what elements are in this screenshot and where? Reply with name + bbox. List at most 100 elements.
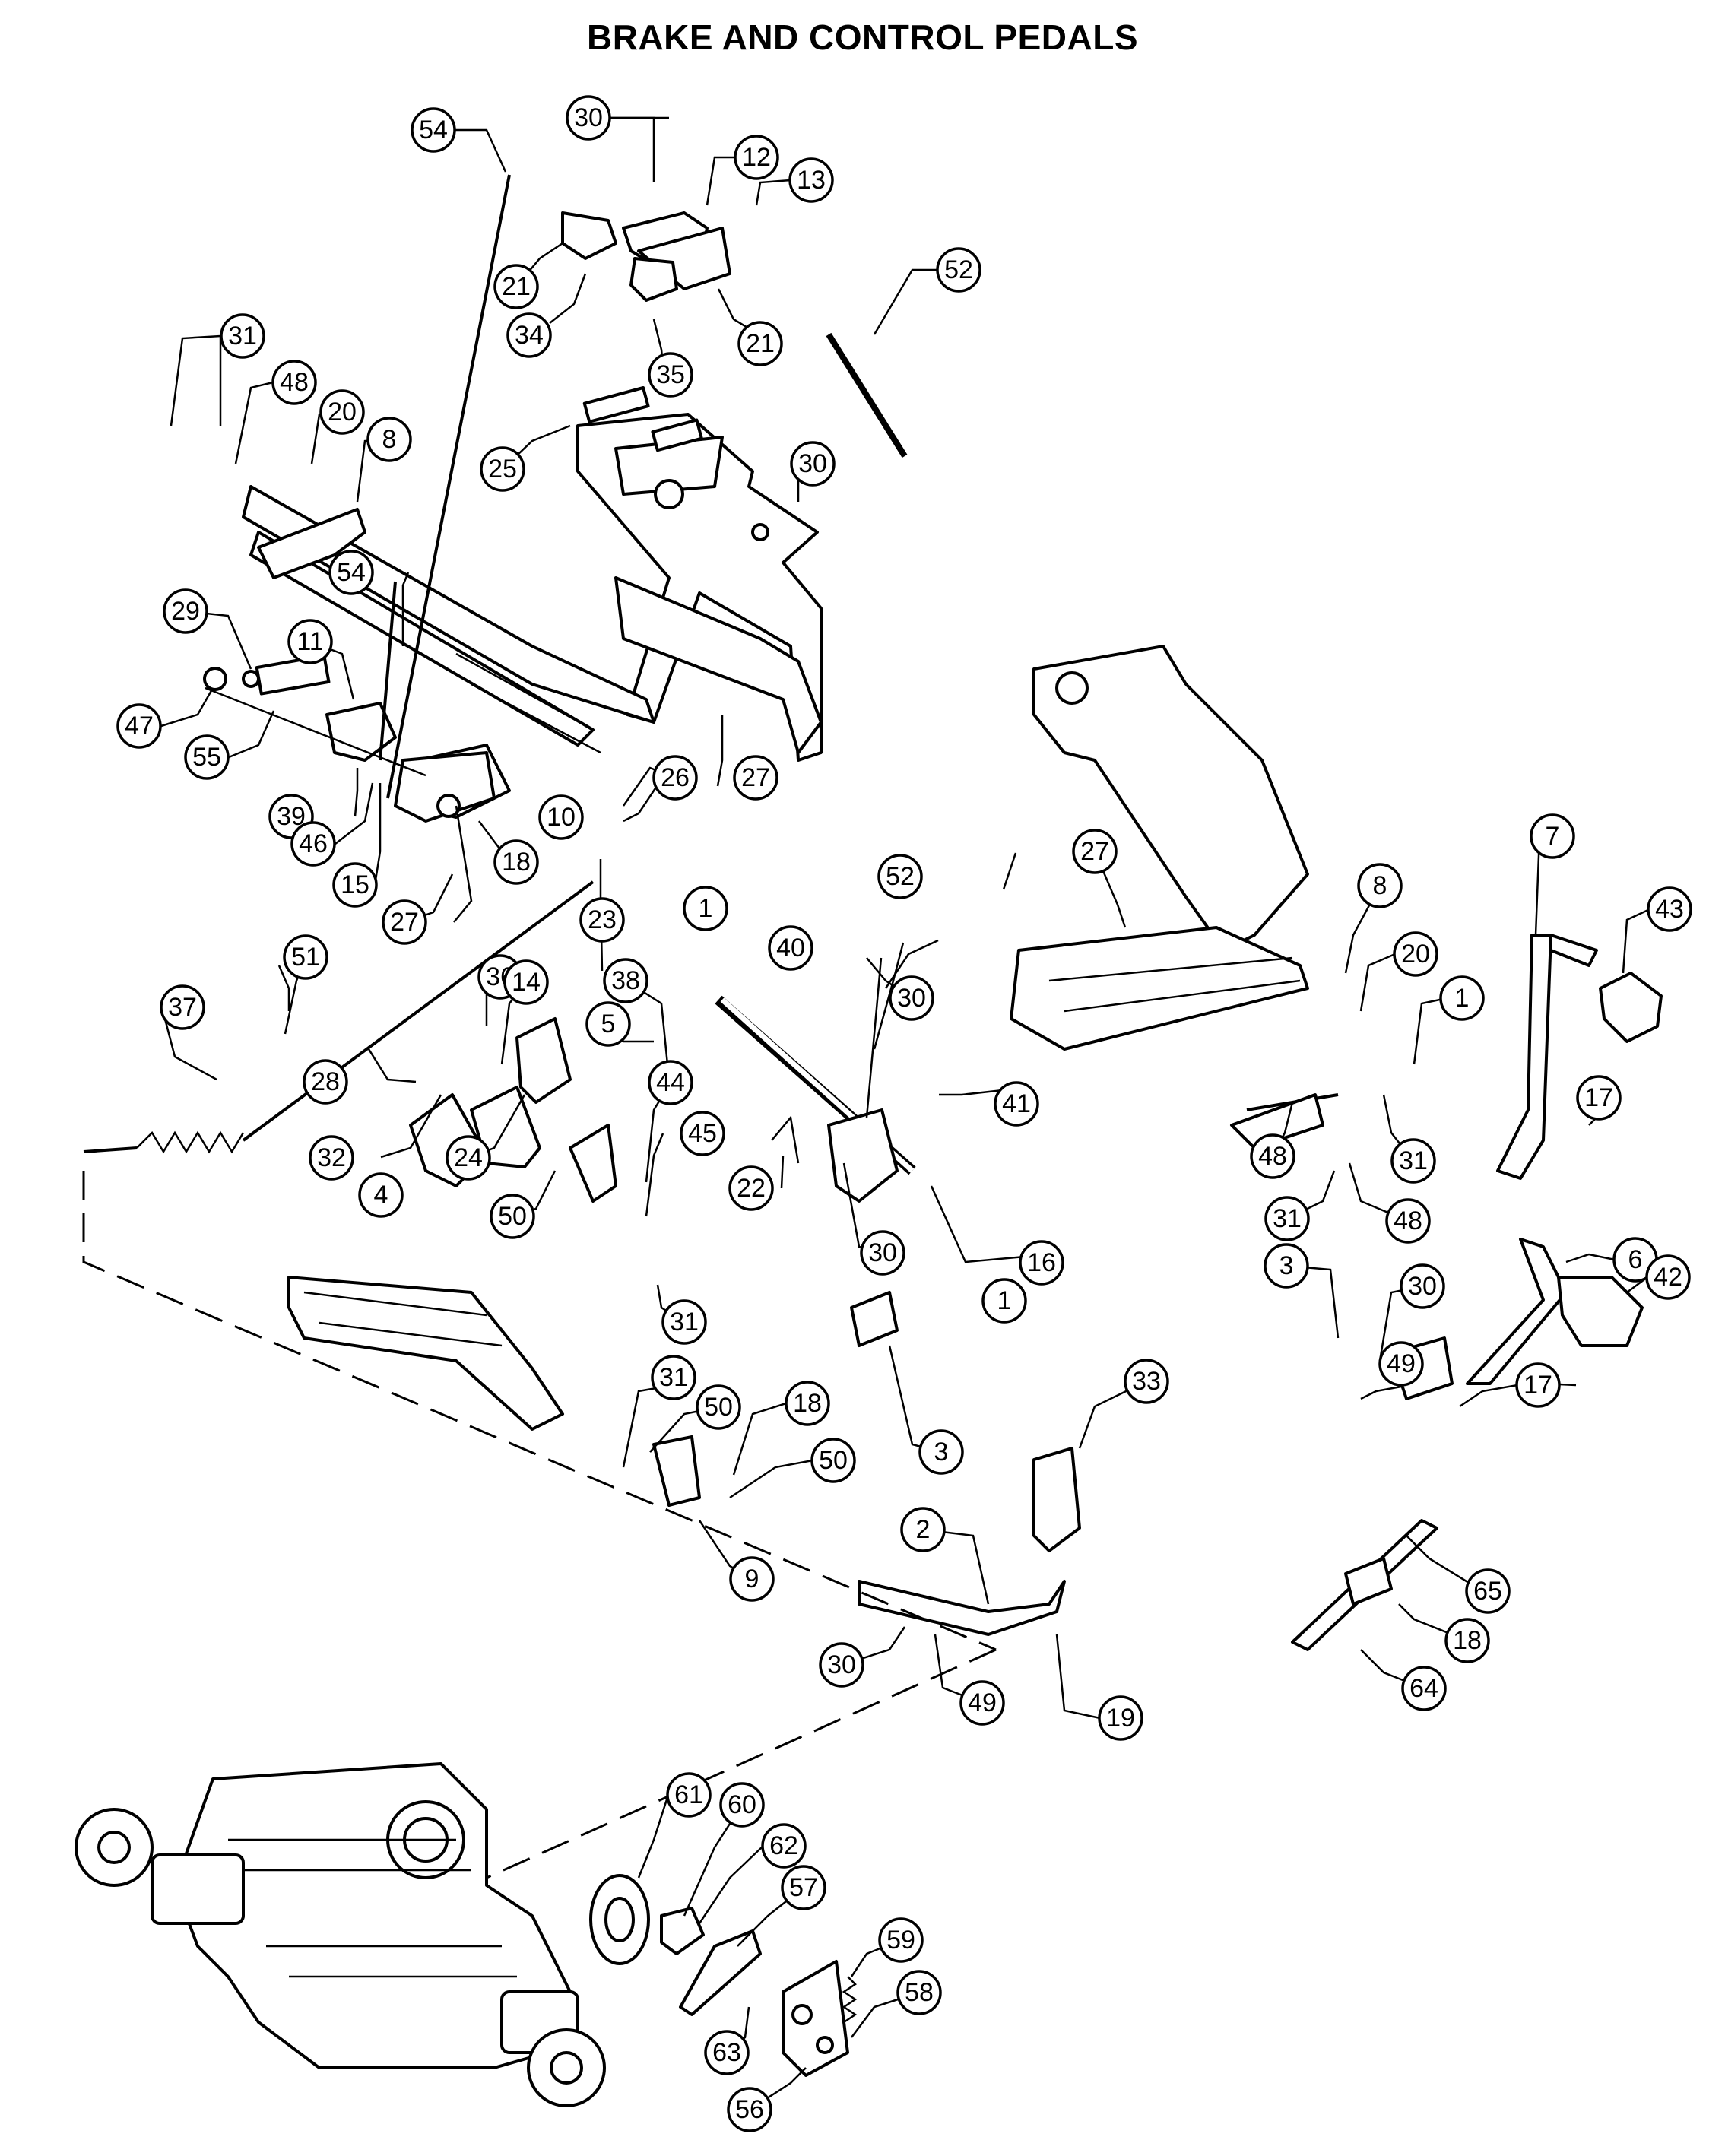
callout: 59 — [878, 1917, 924, 1963]
svg-text:7: 7 — [1546, 822, 1560, 851]
svg-text:10: 10 — [547, 803, 576, 832]
svg-text:28: 28 — [311, 1067, 340, 1096]
svg-text:5: 5 — [601, 1010, 616, 1038]
brake-puck-62 — [660, 1907, 705, 1955]
svg-text:52: 52 — [944, 255, 973, 284]
callout: 22 — [728, 1165, 774, 1211]
svg-text:35: 35 — [656, 360, 685, 389]
callout: 52 — [936, 247, 981, 293]
callout: 28 — [303, 1059, 348, 1105]
callout: 10 — [538, 794, 584, 840]
center-arm-3 — [850, 1291, 899, 1347]
svg-text:54: 54 — [337, 558, 366, 587]
callout: 54 — [328, 550, 374, 595]
callout: 11 — [287, 619, 333, 664]
svg-text:57: 57 — [789, 1873, 818, 1902]
svg-text:14: 14 — [512, 968, 541, 997]
callout: 3 — [918, 1429, 964, 1475]
svg-text:50: 50 — [819, 1446, 848, 1475]
svg-text:8: 8 — [1373, 871, 1387, 900]
callout: 56 — [727, 2087, 772, 2132]
callout: 41 — [994, 1081, 1039, 1127]
svg-text:27: 27 — [1080, 837, 1109, 866]
spring-37 — [136, 1130, 245, 1154]
callout: 48 — [271, 360, 317, 405]
callout: 30 — [889, 975, 934, 1021]
svg-text:62: 62 — [769, 1831, 798, 1860]
right-rail — [1010, 926, 1309, 1051]
svg-text:59: 59 — [886, 1926, 915, 1955]
svg-text:65: 65 — [1473, 1577, 1502, 1606]
callout: 24 — [446, 1135, 491, 1181]
callout: 18 — [493, 839, 539, 885]
callout: 15 — [332, 862, 378, 908]
callout: 1 — [1439, 975, 1485, 1021]
callout: 20 — [319, 389, 365, 435]
svg-text:47: 47 — [125, 712, 154, 740]
callout: 35 — [648, 352, 693, 398]
callout: 31 — [220, 313, 265, 359]
svg-text:3: 3 — [934, 1438, 949, 1466]
link-65-bracket — [1344, 1557, 1393, 1606]
svg-text:18: 18 — [502, 848, 531, 877]
callout: 30 — [1400, 1263, 1445, 1309]
svg-text:2: 2 — [916, 1515, 931, 1544]
svg-text:30: 30 — [897, 984, 926, 1013]
svg-text:54: 54 — [419, 116, 448, 144]
svg-text:51: 51 — [291, 943, 320, 972]
svg-text:32: 32 — [317, 1143, 346, 1172]
svg-text:8: 8 — [382, 425, 397, 454]
right-pedestal — [1032, 645, 1309, 952]
callout: 48 — [1250, 1133, 1295, 1179]
callout: 13 — [788, 157, 834, 203]
svg-text:50: 50 — [704, 1393, 733, 1422]
svg-text:30: 30 — [574, 103, 603, 132]
callout: 3 — [1264, 1243, 1309, 1289]
callout: 49 — [1378, 1341, 1424, 1387]
callout: 7 — [1530, 813, 1575, 859]
callout: 17 — [1515, 1362, 1561, 1408]
leader-lines — [160, 116, 1650, 2111]
svg-text:21: 21 — [502, 272, 531, 301]
svg-text:20: 20 — [328, 398, 357, 426]
callout: 4 — [358, 1172, 404, 1218]
svg-text:31: 31 — [1273, 1204, 1302, 1233]
svg-text:12: 12 — [742, 143, 771, 172]
callout: 54 — [411, 107, 456, 153]
callout: 30 — [819, 1642, 864, 1688]
svg-text:48: 48 — [1258, 1142, 1287, 1171]
left-plate-8 — [257, 508, 366, 579]
callout: 20 — [1393, 931, 1438, 977]
svg-text:27: 27 — [390, 908, 419, 937]
pedal-pad-42 — [1557, 1276, 1644, 1347]
callout: 26 — [652, 755, 698, 801]
pedal-7 — [1496, 934, 1552, 1180]
callout: 32 — [309, 1135, 354, 1181]
svg-text:27: 27 — [741, 763, 770, 792]
svg-text:20: 20 — [1401, 940, 1430, 969]
callout: 1 — [683, 886, 728, 931]
center-plate-5 — [515, 1017, 572, 1104]
callout: 55 — [184, 734, 230, 780]
callout: 50 — [490, 1194, 535, 1239]
svg-text:6: 6 — [1628, 1245, 1643, 1274]
svg-text:25: 25 — [488, 455, 517, 484]
dashed-linkage — [82, 1171, 997, 1651]
callout: 64 — [1401, 1666, 1447, 1711]
svg-text:63: 63 — [712, 2038, 741, 2067]
callout: 48 — [1385, 1198, 1431, 1244]
callout: 30 — [566, 95, 611, 141]
svg-text:19: 19 — [1106, 1704, 1135, 1733]
callout: 21 — [493, 264, 539, 309]
lower-frame — [287, 1276, 564, 1431]
svg-text:44: 44 — [656, 1068, 685, 1097]
callout: 29 — [163, 588, 208, 634]
callout: 57 — [781, 1865, 826, 1910]
svg-text:60: 60 — [728, 1790, 756, 1819]
svg-text:3: 3 — [1279, 1251, 1294, 1280]
knob-34 — [561, 211, 617, 260]
right-plate-8 — [1230, 1093, 1324, 1149]
svg-text:30: 30 — [798, 449, 827, 478]
callout: 31 — [1264, 1196, 1310, 1241]
callout: 18 — [785, 1381, 830, 1426]
